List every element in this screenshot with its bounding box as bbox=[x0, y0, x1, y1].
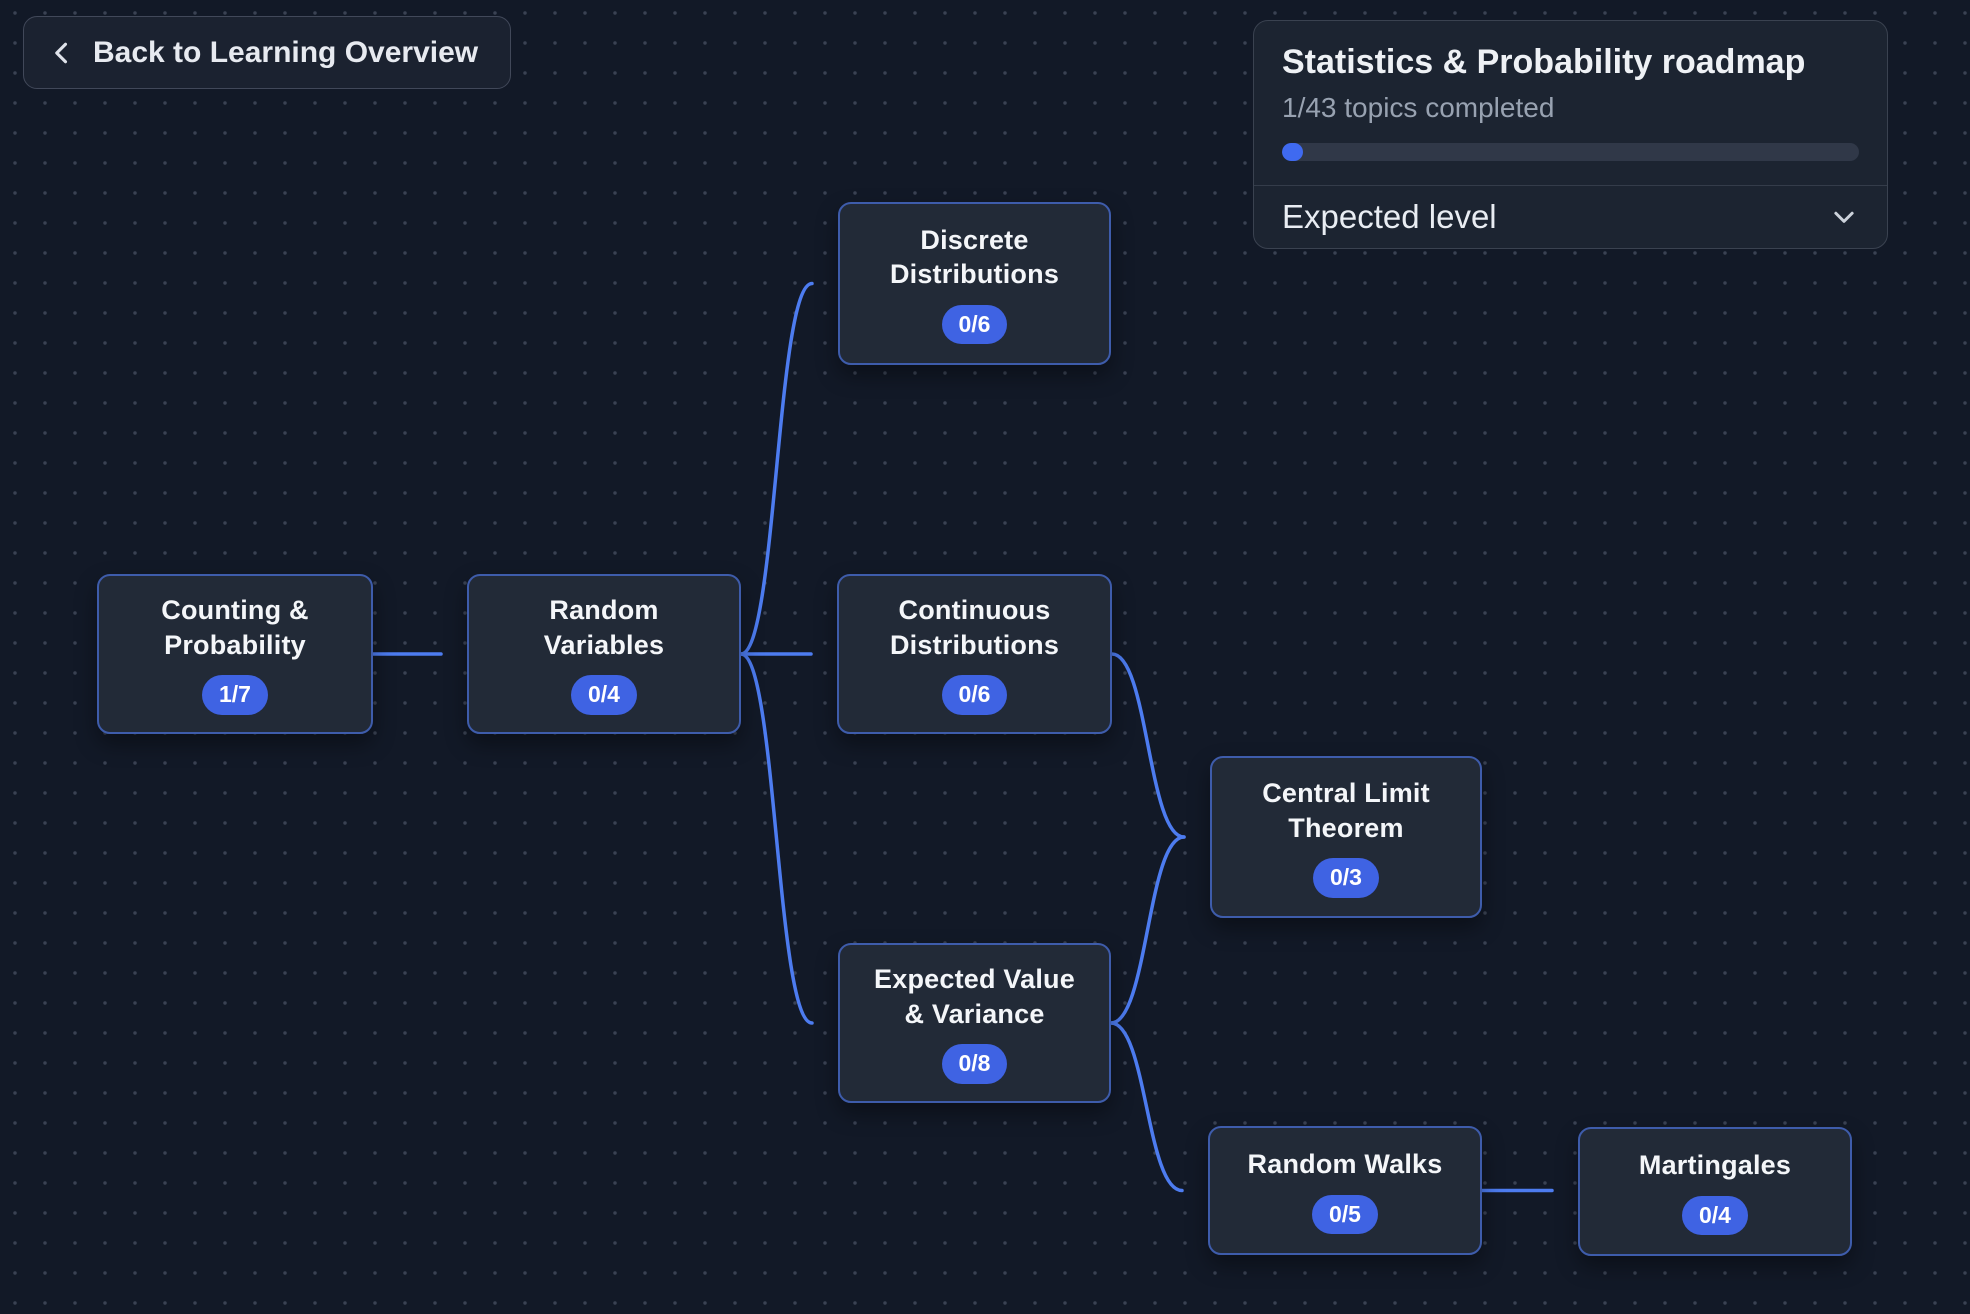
roadmap-node-expected[interactable]: Expected Value & Variance 0/8 bbox=[838, 943, 1111, 1103]
node-title: Random Walks bbox=[1247, 1149, 1443, 1180]
node-title: Expected Value & Variance bbox=[874, 964, 1075, 1029]
node-progress-badge: 0/4 bbox=[1682, 1195, 1748, 1235]
edge-random-variables-to-discrete bbox=[739, 281, 814, 656]
roadmap-node-martingales[interactable]: Martingales 0/4 bbox=[1578, 1127, 1852, 1256]
back-button-label: Back to Learning Overview bbox=[93, 35, 479, 69]
panel-progress-section: Statistics & Probability roadmap 1/43 to… bbox=[1254, 21, 1887, 185]
chevron-left-icon bbox=[48, 37, 76, 69]
expected-level-label: Expected level bbox=[1282, 198, 1497, 236]
node-progress-badge: 0/6 bbox=[941, 304, 1008, 345]
node-title: Martingales bbox=[1638, 1150, 1792, 1181]
roadmap-node-continuous[interactable]: Continuous Distributions 0/6 bbox=[837, 574, 1112, 734]
roadmap-node-clt[interactable]: Central Limit Theorem 0/3 bbox=[1210, 756, 1482, 918]
node-progress-badge: 0/5 bbox=[1312, 1194, 1378, 1234]
chevron-down-icon bbox=[1829, 202, 1859, 232]
node-progress-badge: 0/4 bbox=[571, 675, 637, 715]
edge-continuous-to-clt bbox=[1110, 652, 1186, 839]
roadmap-node-random-variables[interactable]: Random Variables 0/4 bbox=[467, 574, 741, 734]
panel-title: Statistics & Probability roadmap bbox=[1282, 43, 1806, 81]
edge-expected-to-clt bbox=[1109, 835, 1186, 1025]
node-progress-badge: 0/3 bbox=[1313, 858, 1379, 898]
node-progress-badge: 1/7 bbox=[202, 675, 268, 715]
roadmap-node-discrete[interactable]: Discrete Distributions 0/6 bbox=[838, 202, 1111, 365]
node-progress-badge: 0/6 bbox=[941, 675, 1008, 715]
back-button[interactable]: Back to Learning Overview bbox=[23, 16, 512, 89]
edge-expected-to-random-walks bbox=[1109, 1021, 1184, 1193]
roadmap-node-counting[interactable]: Counting & Probability 1/7 bbox=[97, 574, 373, 734]
node-progress-badge: 0/8 bbox=[941, 1044, 1008, 1084]
progress-fill bbox=[1282, 143, 1303, 162]
node-title: Central Limit Theorem bbox=[1262, 778, 1430, 843]
edge-random-variables-to-expected bbox=[739, 652, 814, 1025]
progress-bar bbox=[1282, 143, 1859, 162]
node-title: Discrete Distributions bbox=[889, 224, 1060, 290]
node-title: Counting & Probability bbox=[161, 595, 309, 660]
progress-summary: 1/43 topics completed bbox=[1282, 92, 1555, 124]
node-title: Continuous Distributions bbox=[889, 595, 1060, 660]
node-title: Random Variables bbox=[543, 595, 665, 660]
roadmap-progress-panel: Statistics & Probability roadmap 1/43 to… bbox=[1253, 20, 1888, 250]
roadmap-node-random-walks[interactable]: Random Walks 0/5 bbox=[1208, 1126, 1482, 1255]
expected-level-dropdown[interactable]: Expected level bbox=[1254, 185, 1887, 248]
